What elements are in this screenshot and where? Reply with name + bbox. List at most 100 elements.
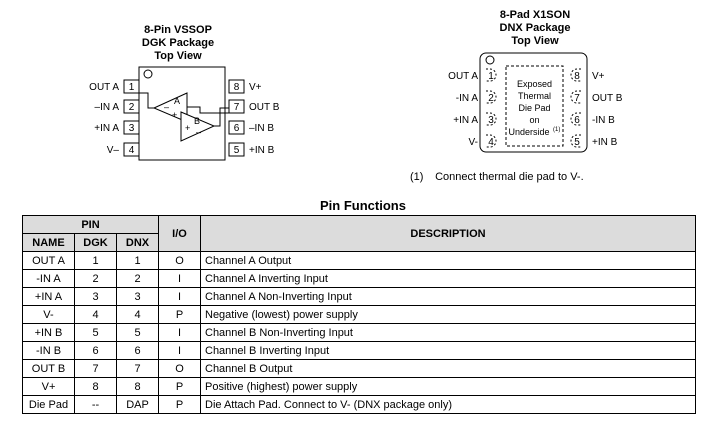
dgk-package-title: 8-Pin VSSOP DGK Package Top View	[118, 24, 238, 63]
dgk-pin-num: 5	[234, 145, 240, 156]
dnx-pad-name: +IN A	[453, 115, 478, 126]
dgk-pin-name: –IN B	[249, 123, 274, 134]
dnx-pad-6: 6 -IN B	[570, 112, 615, 126]
table-row: +IN A 3 3 I Channel A Non-Inverting Inpu…	[22, 287, 696, 306]
dnx-pad-3: 3 +IN A	[453, 112, 497, 126]
dnx-pad-8: 8 V+	[570, 68, 605, 82]
cell-io: P	[158, 377, 201, 396]
svg-text:+: +	[185, 123, 190, 133]
cell-name: OUT B	[22, 359, 75, 378]
dnx-pad-7: 7 OUT B	[570, 90, 623, 104]
cell-dgk: 2	[74, 269, 117, 288]
cell-dnx: 3	[116, 287, 159, 306]
table-row: V- 4 4 P Negative (lowest) power supply	[22, 305, 696, 324]
svg-text:A: A	[174, 96, 180, 106]
cell-description: Positive (highest) power supply	[200, 377, 696, 396]
pad-label-line3: Die Pad	[518, 103, 550, 113]
footnote-text: Connect thermal die pad to V-.	[435, 171, 584, 183]
dnx-pad-name: +IN B	[592, 137, 618, 148]
dgk-pin-3: 3 +IN A	[94, 120, 140, 135]
dgk-pin-name: V–	[107, 145, 120, 156]
dnx-title-line2: DNX Package	[499, 22, 571, 34]
dnx-pad-num: 5	[574, 137, 580, 148]
dgk-pin-7: 7 OUT B	[228, 99, 280, 114]
cell-dgk: --	[74, 395, 117, 414]
name-header: NAME	[22, 233, 75, 252]
dnx-pad-5: 5 +IN B	[570, 134, 618, 148]
dgk-pin-num: 3	[129, 123, 135, 134]
cell-description: Channel B Non-Inverting Input	[200, 323, 696, 342]
cell-description: Channel A Output	[200, 251, 696, 270]
dgk-pin-1: 1 OUT A	[89, 79, 140, 94]
io-header: I/O	[158, 215, 201, 252]
dnx-pad-num: 2	[488, 93, 494, 104]
dgk-pin-6: 6 –IN B	[228, 120, 274, 135]
dgk-pin-8: 8 V+	[228, 79, 262, 94]
cell-dgk: 5	[74, 323, 117, 342]
cell-name: +IN A	[22, 287, 75, 306]
cell-name: -IN A	[22, 269, 75, 288]
dnx-pad-num: 6	[574, 115, 580, 126]
dgk-pin-num: 7	[234, 102, 240, 113]
cell-dnx: 8	[116, 377, 159, 396]
op-amp-b-icon: B + –	[180, 107, 229, 142]
table-header-row: PIN I/O DESCRIPTION	[22, 215, 696, 252]
cell-dgk: 3	[74, 287, 117, 306]
dgk-pin-name: V+	[249, 82, 262, 93]
cell-name: +IN B	[22, 323, 75, 342]
cell-description: Channel B Output	[200, 359, 696, 378]
dnx-pad-num: 4	[488, 137, 494, 148]
cell-dgk: 7	[74, 359, 117, 378]
cell-description: Die Attach Pad. Connect to V- (DNX packa…	[200, 395, 696, 414]
dgk-pin-num: 1	[129, 82, 135, 93]
cell-dnx: 5	[116, 323, 159, 342]
cell-dgk: 1	[74, 251, 117, 270]
cell-io: I	[158, 269, 201, 288]
cell-dgk: 8	[74, 377, 117, 396]
dgk-pin-4: 4 V–	[107, 142, 140, 157]
dnx-package-title: 8-Pad X1SON DNX Package Top View	[470, 9, 600, 48]
dnx-pad-name: OUT B	[592, 93, 623, 104]
exposed-thermal-pad	[505, 65, 564, 147]
dgk-pin-num: 4	[129, 145, 135, 156]
dgk-pin-name: OUT A	[89, 82, 119, 93]
table-row: -IN B 6 6 I Channel B Inverting Input	[22, 341, 696, 360]
pad-label-line5: Underside	[508, 127, 549, 137]
footnote: (1) Connect thermal die pad to V-.	[410, 171, 584, 183]
cell-name: Die Pad	[22, 395, 75, 414]
svg-text:–: –	[164, 102, 169, 112]
dnx-pad-4: 4 V-	[469, 134, 497, 148]
dnx-pad-name: V-	[469, 137, 478, 148]
cell-dgk: 4	[74, 305, 117, 324]
dgk-pin-name: OUT B	[249, 102, 280, 113]
pin-functions-table: PIN I/O DESCRIPTION NAME DGK DNX OUT A 1…	[22, 215, 696, 414]
cell-dnx: 1	[116, 251, 159, 270]
cell-description: Channel A Inverting Input	[200, 269, 696, 288]
cell-description: Channel A Non-Inverting Input	[200, 287, 696, 306]
cell-name: -IN B	[22, 341, 75, 360]
table-row: V+ 8 8 P Positive (highest) power supply	[22, 377, 696, 396]
table-row: OUT A 1 1 O Channel A Output	[22, 251, 696, 270]
dnx-package-body	[479, 52, 588, 153]
cell-dnx: 4	[116, 305, 159, 324]
dnx-pad-num: 1	[488, 71, 494, 82]
pad-label-line1: Exposed	[517, 79, 552, 89]
pin1-marker-icon	[143, 69, 153, 79]
table-row: -IN A 2 2 I Channel A Inverting Input	[22, 269, 696, 288]
dgk-title-line2: DGK Package	[141, 37, 215, 49]
dgk-title-line3: Top View	[154, 50, 202, 62]
cell-description: Negative (lowest) power supply	[200, 305, 696, 324]
cell-io: I	[158, 323, 201, 342]
cell-dnx: 7	[116, 359, 159, 378]
dgk-pin-5: 5 +IN B	[228, 142, 275, 157]
dnx-title-line3: Top View	[511, 35, 559, 47]
svg-text:+: +	[172, 110, 177, 120]
cell-name: V+	[22, 377, 75, 396]
footnote-number: (1)	[410, 171, 424, 183]
table-subheader-row: NAME DGK DNX	[22, 233, 696, 252]
dnx-pad-name: -IN A	[456, 93, 479, 104]
dgk-pin-2: 2 –IN A	[95, 99, 140, 114]
dnx-pad-num: 3	[488, 115, 494, 126]
table-row: +IN B 5 5 I Channel B Non-Inverting Inpu…	[22, 323, 696, 342]
